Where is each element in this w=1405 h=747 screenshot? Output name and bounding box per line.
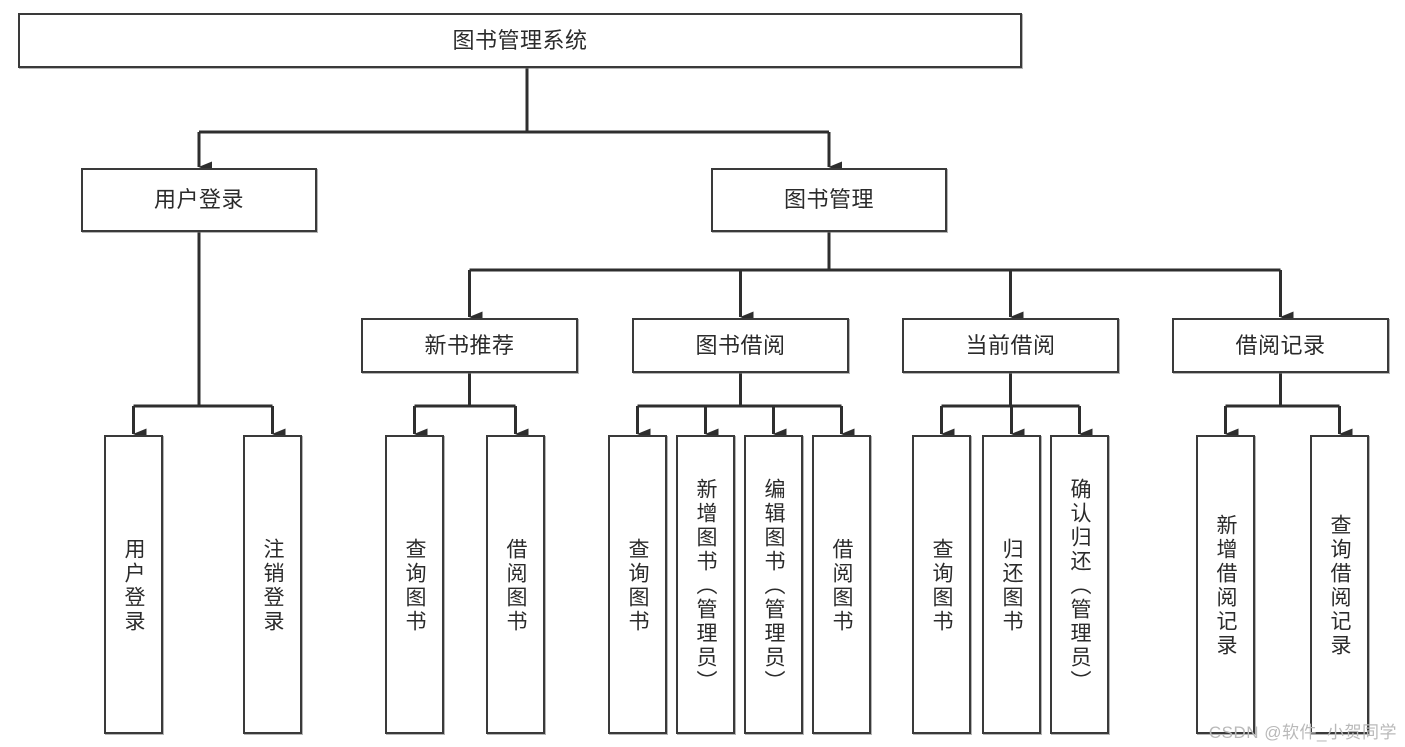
node-root[interactable]: 图书管理系统 (18, 13, 1022, 68)
node-new-book-recommend[interactable]: 新书推荐 (361, 318, 578, 373)
node-label-leaf-return-book: 归还图书 (1000, 537, 1024, 634)
node-label-leaf-borrow-book-1: 借阅图书 (504, 537, 528, 634)
node-label-leaf-add-book-admin: 新增图书（管理员） (694, 477, 718, 694)
node-label-leaf-confirm-return-admin: 确认归还（管理员） (1068, 477, 1092, 694)
node-label-leaf-query-book-3: 查询图书 (930, 537, 954, 634)
node-leaf-edit-book-admin[interactable]: 编辑图书（管理员） (744, 435, 803, 734)
node-leaf-logout-login[interactable]: 注销登录 (243, 435, 302, 734)
node-leaf-add-borrow-record[interactable]: 新增借阅记录 (1196, 435, 1255, 734)
node-user-login[interactable]: 用户登录 (81, 168, 317, 232)
node-label-new-book-recommend: 新书推荐 (424, 332, 515, 358)
node-label-leaf-user-login: 用户登录 (122, 537, 146, 634)
node-leaf-user-login[interactable]: 用户登录 (104, 435, 163, 734)
node-label-root: 图书管理系统 (452, 27, 588, 53)
node-leaf-add-book-admin[interactable]: 新增图书（管理员） (676, 435, 735, 734)
node-leaf-return-book[interactable]: 归还图书 (982, 435, 1041, 734)
node-label-leaf-add-borrow-record: 新增借阅记录 (1214, 513, 1238, 658)
node-leaf-query-book-2[interactable]: 查询图书 (608, 435, 667, 734)
node-label-book-manage: 图书管理 (783, 187, 874, 213)
node-leaf-query-borrow-record[interactable]: 查询借阅记录 (1310, 435, 1369, 734)
node-label-leaf-query-book-1: 查询图书 (403, 537, 427, 634)
node-label-leaf-logout-login: 注销登录 (261, 537, 285, 634)
node-label-leaf-borrow-book-2: 借阅图书 (830, 537, 854, 634)
node-label-user-login: 用户登录 (153, 187, 244, 213)
node-leaf-confirm-return-admin[interactable]: 确认归还（管理员） (1050, 435, 1109, 734)
node-leaf-borrow-book-2[interactable]: 借阅图书 (812, 435, 871, 734)
node-leaf-borrow-book-1[interactable]: 借阅图书 (486, 435, 545, 734)
watermark-csdn: CSDN @软件_小贺同学 (1208, 723, 1397, 742)
node-label-leaf-edit-book-admin: 编辑图书（管理员） (762, 477, 786, 694)
node-leaf-query-book-1[interactable]: 查询图书 (385, 435, 444, 734)
node-label-borrow-record: 借阅记录 (1235, 332, 1326, 358)
node-label-current-borrow: 当前借阅 (965, 332, 1056, 358)
node-current-borrow[interactable]: 当前借阅 (902, 318, 1119, 373)
node-leaf-query-book-3[interactable]: 查询图书 (912, 435, 971, 734)
node-book-borrow[interactable]: 图书借阅 (632, 318, 849, 373)
node-label-leaf-query-book-2: 查询图书 (626, 537, 650, 634)
edge-group (132, 68, 1353, 440)
node-borrow-record[interactable]: 借阅记录 (1172, 318, 1389, 373)
node-label-leaf-query-borrow-record: 查询借阅记录 (1328, 513, 1352, 658)
node-book-manage[interactable]: 图书管理 (711, 168, 947, 232)
node-label-book-borrow: 图书借阅 (695, 332, 786, 358)
